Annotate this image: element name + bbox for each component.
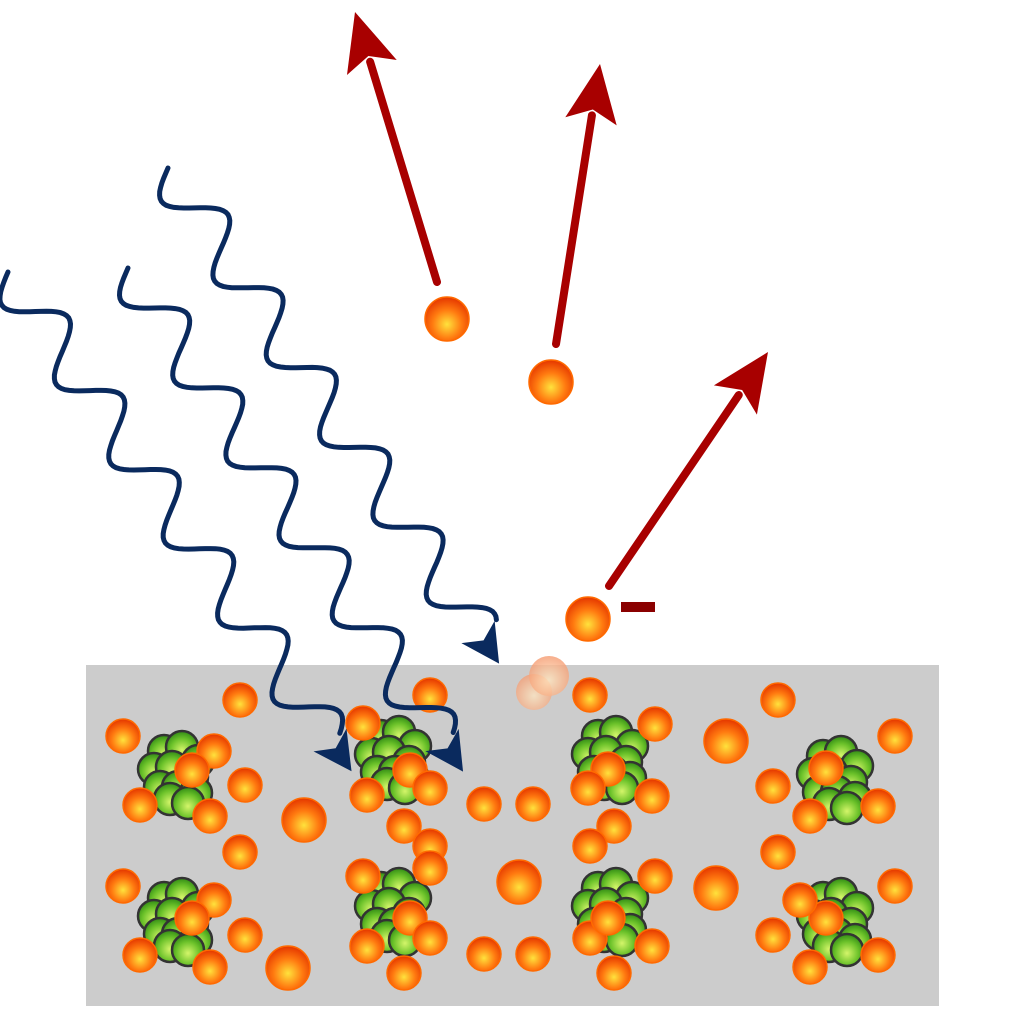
- electron-icon: [596, 808, 632, 844]
- electron-icon: [174, 900, 210, 936]
- wavy-arrow-icon: [157, 165, 500, 664]
- electron-icon: [590, 900, 626, 936]
- incident-photons: [0, 165, 500, 772]
- metal-slab: [86, 665, 939, 1006]
- photon-wave: [116, 265, 459, 735]
- electron-icon: [634, 778, 670, 814]
- electron-icon: [755, 768, 791, 804]
- electron-icon: [227, 917, 263, 953]
- electron-icon: [192, 949, 228, 985]
- electron-icon: [572, 677, 608, 713]
- electron-icon: [860, 788, 896, 824]
- electron-icon: [515, 786, 551, 822]
- electron-icon: [122, 937, 158, 973]
- emission-arrow-shaft: [605, 391, 743, 590]
- photon-arrowhead: [313, 728, 352, 772]
- electron-icon: [466, 786, 502, 822]
- straight-arrow-icon: [605, 352, 768, 590]
- electron-icon: [105, 718, 141, 754]
- electron-icon: [466, 936, 502, 972]
- electron-icon: [281, 797, 327, 843]
- electron-icon: [570, 770, 606, 806]
- ejection-site: [516, 656, 569, 710]
- electron-icon: [877, 718, 913, 754]
- electron-icon: [386, 808, 422, 844]
- faded-electron-icon: [529, 656, 569, 696]
- emission-arrowhead: [346, 12, 397, 76]
- electron-icon: [808, 750, 844, 786]
- wavy-arrow-icon: [116, 265, 464, 772]
- electron-icon: [877, 868, 913, 904]
- photon-wave: [0, 269, 346, 736]
- atom-lattice: [105, 677, 913, 991]
- electron-icon: [412, 920, 448, 956]
- electron-icon: [760, 834, 796, 870]
- electron-icon: [782, 882, 818, 918]
- photon-arrowhead: [461, 620, 500, 664]
- electron-icon: [755, 917, 791, 953]
- electron-icon: [693, 865, 739, 911]
- nucleon: [829, 790, 865, 826]
- electron-icon: [192, 798, 228, 834]
- electron-icon: [386, 955, 422, 991]
- electron-icon: [265, 945, 311, 991]
- electron-icon: [634, 928, 670, 964]
- electron-icon: [528, 359, 574, 405]
- wavy-arrow-icon: [0, 269, 352, 772]
- electron-icon: [412, 677, 448, 713]
- electron-icon: [349, 777, 385, 813]
- electron-icon: [596, 955, 632, 991]
- photon-arrowhead: [425, 728, 464, 772]
- electron-icon: [122, 787, 158, 823]
- electron-icon: [105, 868, 141, 904]
- electron-icon: [637, 858, 673, 894]
- electron-icon: [860, 937, 896, 973]
- electron-icon: [424, 296, 470, 342]
- emission-arrow-shaft: [552, 111, 596, 348]
- electron-icon: [222, 834, 258, 870]
- negative-charge-mark: [621, 602, 655, 612]
- electron-icon: [349, 928, 385, 964]
- straight-arrow-icon: [346, 12, 441, 286]
- emission-arrowhead: [565, 64, 617, 126]
- photon-wave: [157, 165, 499, 623]
- emission-arrowhead: [713, 352, 768, 415]
- electron-icon: [792, 949, 828, 985]
- electron-icon: [572, 828, 608, 864]
- electron-icon: [515, 936, 551, 972]
- electron-icon: [222, 682, 258, 718]
- electron-icon: [345, 858, 381, 894]
- electron-icon: [808, 900, 844, 936]
- electron-icon: [760, 682, 796, 718]
- emission-arrow-shaft: [366, 57, 441, 286]
- electron-icon: [565, 596, 611, 642]
- electron-icon: [792, 798, 828, 834]
- electron-icon: [637, 706, 673, 742]
- nucleon: [829, 932, 865, 968]
- electron-icon: [412, 770, 448, 806]
- straight-arrow-icon: [552, 64, 617, 348]
- electron-icon: [174, 752, 210, 788]
- electron-icon: [227, 767, 263, 803]
- electron-icon: [412, 850, 448, 886]
- electron-icon: [345, 705, 381, 741]
- electron-icon: [703, 718, 749, 764]
- electron-icon: [496, 859, 542, 905]
- emitted-electrons: [346, 12, 768, 642]
